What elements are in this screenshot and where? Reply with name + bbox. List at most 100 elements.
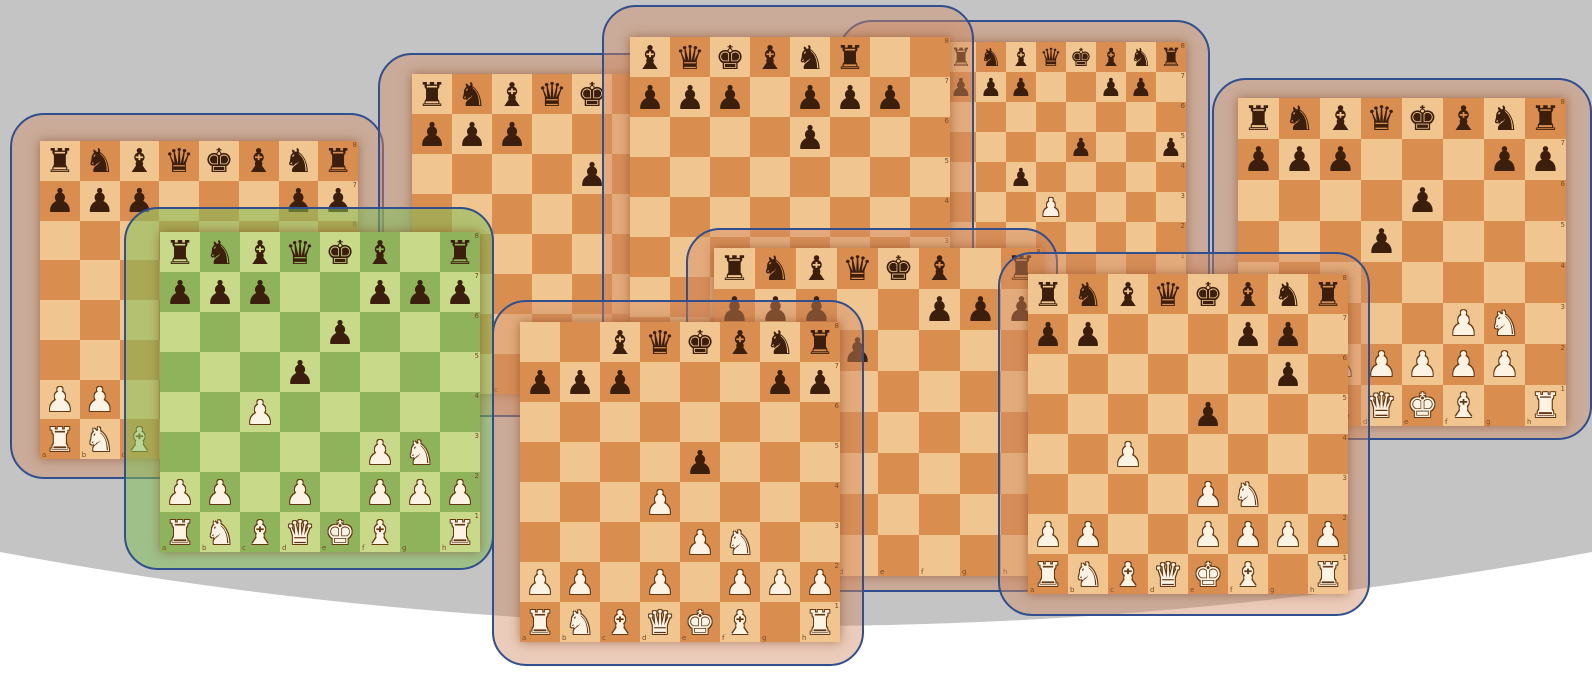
white-pawn-icon[interactable]: ♟ [805, 566, 835, 599]
square-f7[interactable]: ♟ [1228, 314, 1268, 354]
square-c6[interactable] [600, 402, 640, 442]
square-a7[interactable]: ♟ [1028, 314, 1068, 354]
square-f4[interactable] [360, 392, 400, 432]
square-c4[interactable] [492, 234, 532, 274]
white-pawn-icon[interactable]: ♟ [1040, 195, 1062, 220]
white-pawn-icon[interactable]: ♟ [285, 476, 315, 509]
square-g5[interactable] [1484, 221, 1525, 262]
square-f2[interactable]: ♟ [1228, 514, 1268, 554]
white-bishop-icon[interactable]: ♝ [1448, 389, 1478, 423]
black-king-icon[interactable]: ♚ [883, 252, 913, 286]
square-h7[interactable]: ♟7 [1525, 139, 1566, 180]
square-g1[interactable]: g [400, 512, 440, 552]
black-knight-icon[interactable]: ♞ [760, 252, 790, 286]
black-pawn-icon[interactable]: ♟ [1073, 318, 1103, 351]
square-h3[interactable]: 3 [800, 522, 840, 562]
square-c5[interactable] [600, 442, 640, 482]
square-e5[interactable] [878, 371, 919, 412]
square-b7[interactable]: ♟ [670, 77, 710, 117]
black-king-icon[interactable]: ♚ [685, 326, 715, 359]
square-g2[interactable]: ♟ [1484, 344, 1525, 385]
square-h8[interactable]: ♜8 [440, 232, 480, 272]
square-c5[interactable] [1006, 132, 1036, 162]
square-h3[interactable]: 3 [1308, 474, 1348, 514]
black-bishop-icon[interactable]: ♝ [1010, 45, 1032, 70]
square-h2[interactable]: ♟2 [440, 472, 480, 512]
black-bishop-icon[interactable]: ♝ [1233, 278, 1263, 311]
white-pawn-icon[interactable]: ♟ [1233, 518, 1263, 551]
square-g6[interactable] [400, 312, 440, 352]
square-h6[interactable]: 6 [1525, 180, 1566, 221]
square-g6[interactable] [1484, 180, 1525, 221]
square-f2[interactable] [919, 494, 960, 535]
square-d8[interactable]: ♛ [532, 74, 572, 114]
board-9-card[interactable]: ♜♞♝♛♚♝♜8♟♟♟♟♟♟7♟6♟5♟4♟♞3♟♟♟♟♟♟2♜a♞b♝c♛d♚… [124, 207, 494, 570]
black-king-icon[interactable]: ♚ [204, 144, 234, 177]
square-b5[interactable] [670, 157, 710, 197]
black-king-icon[interactable]: ♚ [1407, 102, 1437, 136]
white-pawn-icon[interactable]: ♟ [1033, 518, 1063, 551]
square-g7[interactable]: ♟ [960, 289, 1001, 330]
black-pawn-icon[interactable]: ♟ [405, 276, 435, 309]
square-a7[interactable]: ♟ [520, 362, 560, 402]
square-h4[interactable]: 4 [1525, 262, 1566, 303]
black-king-icon[interactable]: ♚ [325, 236, 355, 269]
square-h8[interactable]: ♜8 [1156, 42, 1186, 72]
square-d8[interactable]: ♛ [159, 141, 199, 181]
square-g4[interactable] [760, 482, 800, 522]
square-c1[interactable]: ♝c [600, 602, 640, 642]
square-e1[interactable]: ♚e [1188, 554, 1228, 594]
square-d5[interactable] [640, 442, 680, 482]
square-c1[interactable]: ♝c [1108, 554, 1148, 594]
square-g4[interactable] [400, 392, 440, 432]
square-a7[interactable]: ♟ [160, 272, 200, 312]
square-d8[interactable]: ♛ [837, 248, 878, 289]
square-d7[interactable] [1036, 72, 1066, 102]
square-h8[interactable]: 8 [910, 37, 950, 77]
black-pawn-icon[interactable]: ♟ [1010, 165, 1032, 190]
square-f8[interactable]: ♝ [1443, 98, 1484, 139]
square-b4[interactable] [80, 300, 120, 340]
white-knight-icon[interactable]: ♞ [85, 423, 115, 456]
square-d5[interactable] [532, 194, 572, 234]
square-h7[interactable]: 7 [910, 77, 950, 117]
square-f8[interactable]: ♝ [919, 248, 960, 289]
square-b2[interactable]: ♟ [560, 562, 600, 602]
black-pawn-icon[interactable]: ♟ [675, 81, 705, 114]
square-g1[interactable]: g [960, 535, 1001, 576]
black-pawn-icon[interactable]: ♟ [1160, 135, 1182, 160]
white-pawn-icon[interactable]: ♟ [645, 566, 675, 599]
square-d3[interactable] [1148, 474, 1188, 514]
square-g8[interactable]: ♞ [760, 322, 800, 362]
square-h5[interactable]: 5 [910, 157, 950, 197]
square-d5[interactable] [750, 157, 790, 197]
square-g5[interactable] [960, 371, 1001, 412]
square-b5[interactable] [80, 260, 120, 300]
black-king-icon[interactable]: ♚ [715, 41, 745, 74]
square-b8[interactable]: ♞ [80, 141, 120, 181]
black-pawn-icon[interactable]: ♟ [1530, 143, 1560, 177]
square-b3[interactable] [976, 192, 1006, 222]
square-b8[interactable]: ♞ [755, 248, 796, 289]
square-d6[interactable] [750, 117, 790, 157]
square-f6[interactable] [1096, 102, 1126, 132]
square-e8[interactable]: ♚ [680, 322, 720, 362]
square-g4[interactable] [960, 412, 1001, 453]
square-b2[interactable]: ♟ [200, 472, 240, 512]
square-e3[interactable]: ♟ [680, 522, 720, 562]
square-c8[interactable]: ♝ [796, 248, 837, 289]
square-a8[interactable]: ♜ [160, 232, 200, 272]
square-f2[interactable]: ♟ [1443, 344, 1484, 385]
white-knight-icon[interactable]: ♞ [1073, 558, 1103, 591]
white-knight-icon[interactable]: ♞ [1233, 478, 1263, 511]
square-d7[interactable] [1361, 139, 1402, 180]
black-pawn-icon[interactable]: ♟ [605, 366, 635, 399]
square-c2[interactable] [1108, 514, 1148, 554]
white-pawn-icon[interactable]: ♟ [1366, 348, 1396, 382]
square-a6[interactable] [40, 221, 80, 261]
square-a8[interactable]: ♜ [1238, 98, 1279, 139]
square-g6[interactable]: ♟ [1268, 354, 1308, 394]
square-a4[interactable] [40, 300, 80, 340]
black-king-icon[interactable]: ♚ [1193, 278, 1223, 311]
square-e2[interactable]: ♟ [1402, 344, 1443, 385]
